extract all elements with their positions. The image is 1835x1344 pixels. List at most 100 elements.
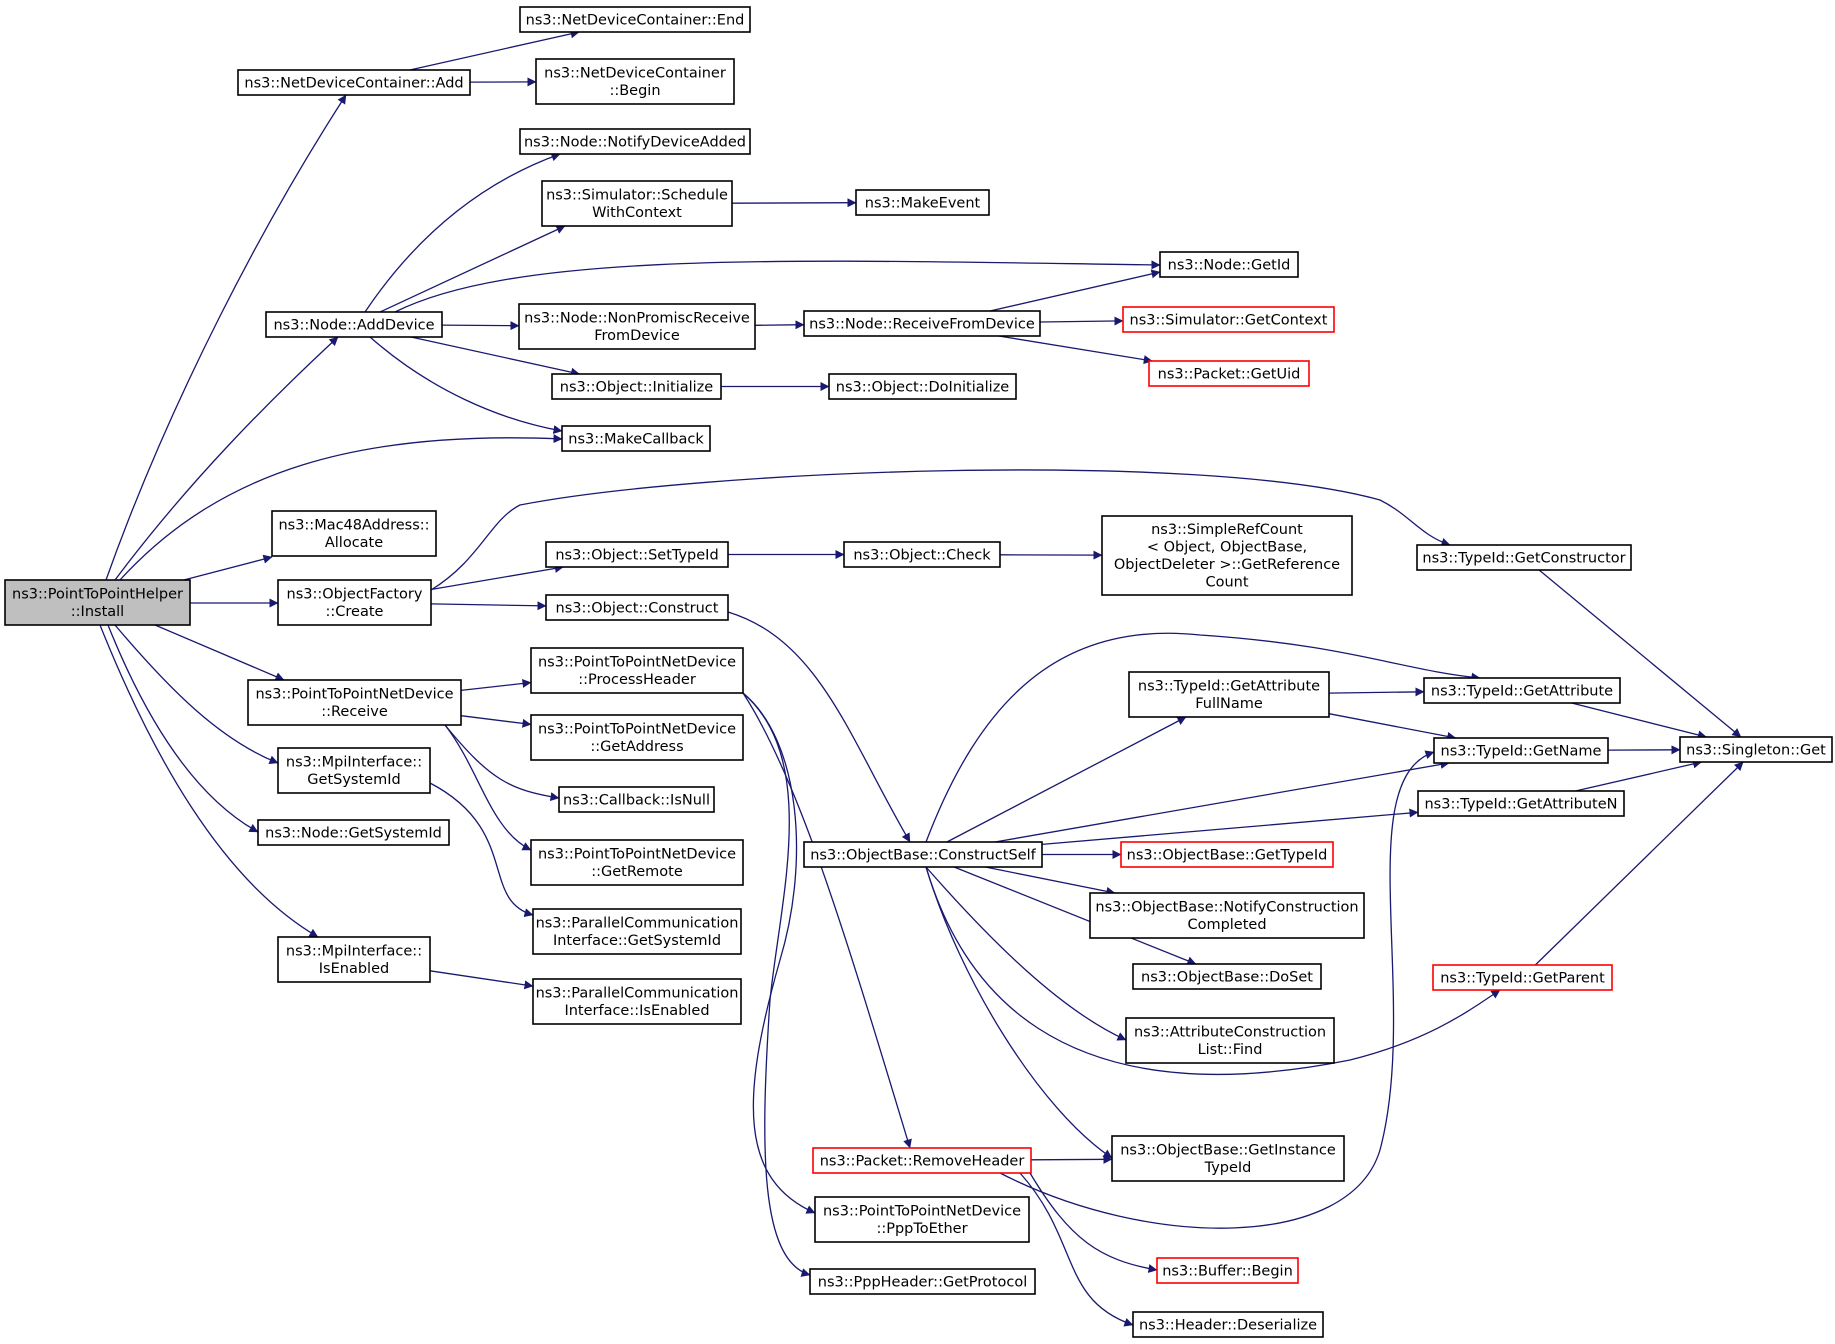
node-obj_init[interactable]: ns3::Object::Initialize — [551, 373, 722, 400]
node-label: ns3::ParallelCommunication — [536, 986, 739, 1002]
node-label: TypeId — [1204, 1160, 1252, 1176]
node-make_event[interactable]: ns3::MakeEvent — [855, 189, 990, 216]
node-box — [1125, 1017, 1335, 1064]
node-label: ns3::PointToPointNetDevice — [255, 687, 453, 703]
edge-p2p_recv-to-p2p_getaddr — [460, 715, 532, 728]
node-p2p_getaddr[interactable]: ns3::PointToPointNetDevice::GetAddress — [530, 714, 744, 761]
node-label: ns3::Simulator::Schedule — [546, 188, 728, 204]
node-box — [803, 841, 1043, 868]
node-ndc_add[interactable]: ns3::NetDeviceContainer::Add — [237, 69, 471, 96]
node-label: ns3::PointToPointHelper — [12, 587, 183, 603]
node-label: ::Install — [71, 604, 124, 620]
node-p2p_ppp[interactable]: ns3::PointToPointNetDevice::PppToEther — [814, 1196, 1030, 1243]
node-mpi_isen[interactable]: ns3::MpiInterface::IsEnabled — [277, 936, 431, 983]
node-ob_construct[interactable]: ns3::ObjectBase::ConstructSelf — [803, 841, 1043, 868]
node-ob_notify[interactable]: ns3::ObjectBase::NotifyConstructionCompl… — [1089, 892, 1365, 939]
node-tid_getctor[interactable]: ns3::TypeId::GetConstructor — [1416, 544, 1632, 571]
node-box — [1417, 790, 1625, 817]
node-pkt_rmhdr[interactable]: ns3::Packet::RemoveHeader — [812, 1147, 1032, 1174]
node-label: ns3::AttributeConstruction — [1134, 1025, 1326, 1041]
node-box — [271, 510, 437, 557]
edge-mpi_isen-to-pci_isen — [429, 970, 534, 990]
node-mac48[interactable]: ns3::Mac48Address::Allocate — [271, 510, 437, 557]
node-pkt_getuid[interactable]: ns3::Packet::GetUid — [1148, 360, 1310, 387]
node-pci_getsys[interactable]: ns3::ParallelCommunicationInterface::Get… — [532, 908, 742, 955]
edge-p2p_recv-to-p2p_getremote — [444, 724, 532, 851]
edge-ndc_add-to-ndc_end — [409, 29, 580, 71]
node-box — [530, 647, 744, 694]
node-singleton[interactable]: ns3::Singleton::Get — [1679, 736, 1833, 763]
node-ob_gettid[interactable]: ns3::ObjectBase::GetTypeId — [1120, 841, 1334, 868]
node-box — [1132, 1311, 1324, 1338]
edge-objfact-to-tid_getctor — [430, 469, 1451, 591]
node-buf_begin[interactable]: ns3::Buffer::Begin — [1156, 1257, 1299, 1284]
node-ndc_end[interactable]: ns3::NetDeviceContainer::End — [519, 6, 751, 33]
node-obj_settype[interactable]: ns3::Object::SetTypeId — [545, 541, 729, 568]
edge-ob_construct-to-tid_getname — [994, 760, 1450, 843]
node-cb_isnull[interactable]: ns3::Callback::IsNull — [558, 786, 715, 813]
node-box — [1156, 1257, 1299, 1284]
node-box — [277, 936, 431, 983]
node-box — [1148, 360, 1310, 387]
node-node_adddev[interactable]: ns3::Node::AddDevice — [265, 311, 443, 338]
node-tid_getattrn[interactable]: ns3::TypeId::GetAttributeN — [1417, 790, 1625, 817]
node-obj_check[interactable]: ns3::Object::Check — [843, 541, 1001, 568]
edge-tid_getattrfn-to-tid_getattr — [1328, 687, 1425, 697]
node-tid_getattr[interactable]: ns3::TypeId::GetAttribute — [1423, 677, 1621, 704]
node-p2p_recv[interactable]: ns3::PointToPointNetDevice::Receive — [247, 679, 462, 726]
node-box — [803, 310, 1041, 337]
node-label: ns3::Object::Initialize — [560, 379, 713, 395]
node-label: ns3::Node::GetId — [1168, 257, 1291, 273]
edge-node_recv-to-sim_getctx — [1039, 316, 1124, 326]
edge-p2p_prochdr-to-pkt_rmhdr — [742, 692, 912, 1149]
edge-node_recv-to-pkt_getuid — [998, 335, 1153, 365]
node-p2p_getremote[interactable]: ns3::PointToPointNetDevice::GetRemote — [530, 839, 744, 886]
node-mpi_getsys[interactable]: ns3::MpiInterface::GetSystemId — [277, 747, 431, 794]
node-box — [809, 1268, 1036, 1295]
node-box — [828, 373, 1017, 400]
node-simpleref[interactable]: ns3::SimpleRefCount< Object, ObjectBase,… — [1101, 515, 1353, 596]
node-label: ObjectDeleter >::GetReference — [1114, 557, 1340, 573]
node-box — [545, 541, 729, 568]
node-label: ns3::PointToPointNetDevice — [538, 847, 736, 863]
edge-root-to-mpi_isen — [99, 624, 319, 938]
node-p2p_prochdr[interactable]: ns3::PointToPointNetDevice::ProcessHeade… — [530, 647, 744, 694]
node-obj_doinit[interactable]: ns3::Object::DoInitialize — [828, 373, 1017, 400]
node-ndc_begin[interactable]: ns3::NetDeviceContainer::Begin — [535, 58, 735, 105]
edge-mpi_getsys-to-pci_getsys — [429, 782, 534, 917]
edge-root-to-p2p_recv — [154, 624, 285, 681]
edge-node_adddev-to-node_nonprom — [441, 321, 520, 331]
node-label: ns3::MakeCallback — [568, 431, 704, 447]
node-tid_getname[interactable]: ns3::TypeId::GetName — [1433, 737, 1609, 764]
node-hdr_deser[interactable]: ns3::Header::Deserialize — [1132, 1311, 1324, 1338]
node-label: < Object, ObjectBase, — [1147, 540, 1307, 556]
node-pci_isen[interactable]: ns3::ParallelCommunicationInterface::IsE… — [532, 978, 742, 1025]
node-box — [265, 311, 443, 338]
node-label: ns3::MpiInterface:: — [286, 944, 422, 960]
node-box — [1101, 515, 1353, 596]
node-sim_getctx[interactable]: ns3::Simulator::GetContext — [1122, 306, 1335, 333]
node-root[interactable]: ns3::PointToPointHelper::Install — [4, 579, 191, 626]
node-label: ns3::Node::GetSystemId — [265, 825, 442, 841]
node-label: ns3::Object::Construct — [556, 600, 719, 616]
node-node_recv[interactable]: ns3::Node::ReceiveFromDevice — [803, 310, 1041, 337]
node-objfact[interactable]: ns3::ObjectFactory::Create — [277, 579, 432, 626]
edge-ob_construct-to-tid_getattrfn — [946, 716, 1187, 843]
node-node_notify[interactable]: ns3::Node::NotifyDeviceAdded — [519, 128, 751, 155]
node-node_getid[interactable]: ns3::Node::GetId — [1159, 251, 1299, 278]
node-make_cb[interactable]: ns3::MakeCallback — [561, 425, 711, 452]
edge-node_adddev-to-node_getid — [394, 260, 1161, 313]
node-obj_construct[interactable]: ns3::Object::Construct — [545, 594, 729, 621]
node-ob_doset[interactable]: ns3::ObjectBase::DoSet — [1132, 963, 1322, 990]
node-ppp_getproto[interactable]: ns3::PppHeader::GetProtocol — [809, 1268, 1036, 1295]
edge-p2p_recv-to-cb_isnull — [444, 724, 560, 802]
node-tid_getparent[interactable]: ns3::TypeId::GetParent — [1432, 964, 1613, 991]
node-node_getsys[interactable]: ns3::Node::GetSystemId — [257, 819, 450, 846]
edge-tid_getctor-to-singleton — [1538, 569, 1742, 738]
node-label: ns3::ObjectBase::GetInstance — [1120, 1143, 1336, 1159]
